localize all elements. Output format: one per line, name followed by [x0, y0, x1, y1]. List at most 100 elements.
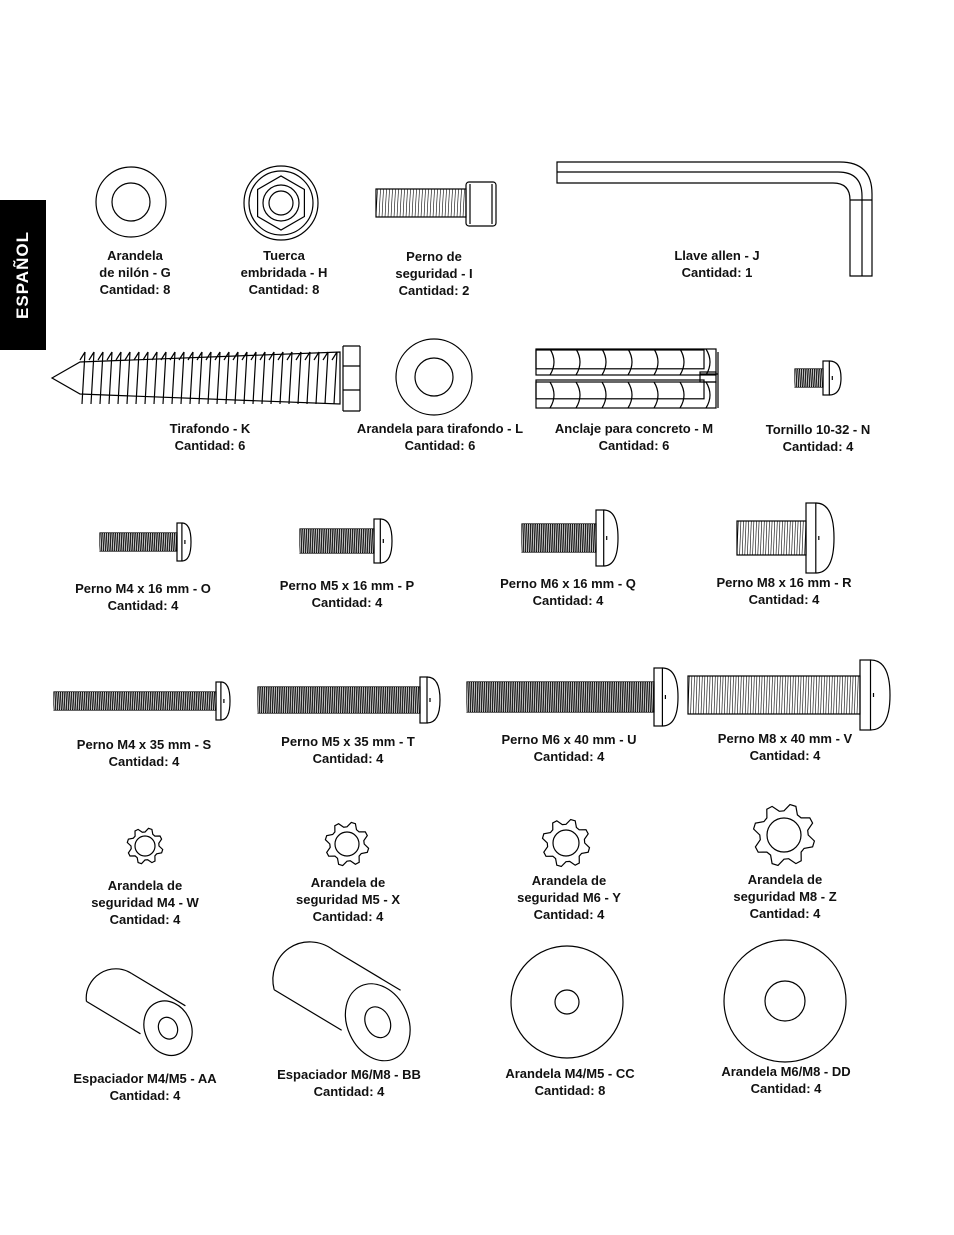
part-name-text: seguridad - I: [395, 266, 473, 281]
part-name-text: de nilón - G: [99, 265, 171, 280]
part-name-text: Tirafondo - K: [169, 421, 251, 436]
part-name-text: Arandela de: [310, 875, 386, 890]
quantity-text: Cantidad: 4: [108, 754, 180, 769]
lock-washer-icon: [752, 803, 816, 867]
part-name-text: Tornillo 10-32 - N: [765, 422, 871, 437]
allen-key-icon: [556, 161, 873, 277]
part-label-m: Anclaje para concreto - M Cantidad: 6: [555, 420, 713, 454]
part-label-q: Perno M6 x 16 mm - Q Cantidad: 4: [500, 575, 636, 609]
part-label-z: Arandela de seguridad M8 - Z Cantidad: 4: [733, 871, 836, 922]
part-name-text: Perno M4 x 16 mm - O: [75, 581, 211, 596]
screw-icon: [794, 360, 842, 396]
concrete-anchor-icon: [535, 348, 719, 409]
bolt-icon: [99, 522, 192, 562]
quantity-text: Cantidad: 4: [312, 909, 384, 924]
part-name-text: Arandela para tirafondo - L: [356, 421, 524, 436]
quantity-text: Cantidad: 8: [248, 282, 320, 297]
spacer-icon: [272, 941, 411, 1062]
part-label-cc: Arandela M4/M5 - CC Cantidad: 8: [505, 1065, 634, 1099]
part-label-p: Perno M5 x 16 mm - P Cantidad: 4: [280, 577, 414, 611]
part-name-text: Perno M8 x 40 mm - V: [717, 731, 853, 746]
quantity-text: Cantidad: 1: [681, 265, 753, 280]
security-bolt-icon: [375, 181, 497, 227]
quantity-text: Cantidad: 8: [534, 1083, 606, 1098]
part-label-y: Arandela de seguridad M6 - Y Cantidad: 4: [517, 872, 621, 923]
part-label-j: Llave allen - J Cantidad: 1: [674, 247, 759, 281]
quantity-text: Cantidad: 4: [313, 1084, 385, 1099]
part-name-text: Tuerca: [263, 248, 305, 263]
part-label-bb: Espaciador M6/M8 - BB Cantidad: 4: [277, 1066, 421, 1100]
bolt-icon: [736, 502, 835, 574]
flange-nut-icon: [243, 165, 319, 241]
quantity-text: Cantidad: 4: [312, 751, 384, 766]
part-label-t: Perno M5 x 35 mm - T Cantidad: 4: [281, 733, 415, 767]
washer-icon: [95, 166, 167, 238]
part-name-text: Llave allen - J: [674, 248, 760, 263]
quantity-text: Cantidad: 2: [398, 283, 470, 298]
part-name-text: Perno M6 x 16 mm - Q: [500, 576, 636, 591]
quantity-text: Cantidad: 4: [750, 1081, 822, 1096]
lock-washer-icon: [126, 827, 164, 865]
part-name-text: seguridad M8 - Z: [733, 889, 837, 904]
part-label-dd: Arandela M6/M8 - DD Cantidad: 4: [721, 1063, 850, 1097]
bolt-icon: [53, 681, 231, 721]
part-name-text: seguridad M4 - W: [91, 895, 199, 910]
part-label-g: Arandela de nilón - G Cantidad: 8: [99, 247, 171, 298]
part-name-text: Arandela de: [531, 873, 607, 888]
lock-washer-icon: [541, 818, 591, 868]
part-name-text: Arandela M4/M5 - CC: [505, 1066, 635, 1081]
quantity-text: Cantidad: 4: [107, 598, 179, 613]
part-name-text: Perno M6 x 40 mm - U: [501, 732, 637, 747]
quantity-text: Cantidad: 4: [533, 749, 605, 764]
part-name-text: Arandela de: [107, 878, 183, 893]
quantity-text: Cantidad: 4: [109, 912, 181, 927]
part-name-text: Espaciador M6/M8 - BB: [277, 1067, 421, 1082]
part-name-text: Perno M8 x 16 mm - R: [716, 575, 852, 590]
part-label-i: Perno de seguridad - I Cantidad: 2: [395, 248, 472, 299]
quantity-text: Cantidad: 6: [174, 438, 246, 453]
quantity-text: Cantidad: 4: [533, 907, 605, 922]
part-name-text: Espaciador M4/M5 - AA: [73, 1071, 217, 1086]
part-label-n: Tornillo 10-32 - N Cantidad: 4: [766, 421, 871, 455]
part-name-text: Perno M5 x 16 mm - P: [279, 578, 415, 593]
bolt-icon: [257, 676, 441, 724]
part-name-text: Arandela M6/M8 - DD: [721, 1064, 851, 1079]
lock-washer-icon: [324, 821, 370, 867]
part-name-text: seguridad M5 - X: [295, 892, 401, 907]
quantity-text: Cantidad: 4: [109, 1088, 181, 1103]
quantity-text: Cantidad: 8: [99, 282, 171, 297]
part-label-r: Perno M8 x 16 mm - R Cantidad: 4: [716, 574, 851, 608]
bolt-icon: [687, 659, 891, 731]
part-label-v: Perno M8 x 40 mm - V Cantidad: 4: [718, 730, 852, 764]
washer-icon: [510, 945, 624, 1059]
quantity-text: Cantidad: 6: [598, 438, 670, 453]
washer-icon: [395, 338, 473, 416]
part-label-x: Arandela de seguridad M5 - X Cantidad: 4: [296, 874, 400, 925]
quantity-text: Cantidad: 4: [311, 595, 383, 610]
lag-bolt-icon: [50, 345, 361, 412]
bolt-icon: [466, 667, 679, 727]
part-name-text: Anclaje para concreto - M: [554, 421, 714, 436]
bolt-icon: [521, 509, 619, 567]
part-label-o: Perno M4 x 16 mm - O Cantidad: 4: [75, 580, 211, 614]
quantity-text: Cantidad: 4: [532, 593, 604, 608]
part-name-text: Arandela: [107, 248, 163, 263]
quantity-text: Cantidad: 4: [748, 592, 820, 607]
part-name-text: Arandela de: [747, 872, 823, 887]
spacer-icon: [85, 968, 193, 1057]
part-label-u: Perno M6 x 40 mm - U Cantidad: 4: [501, 731, 636, 765]
quantity-text: Cantidad: 4: [749, 906, 821, 921]
part-name-text: seguridad M6 - Y: [517, 890, 621, 905]
part-label-k: Tirafondo - K Cantidad: 6: [170, 420, 251, 454]
washer-icon: [723, 939, 847, 1063]
part-name-text: Perno de: [406, 249, 462, 264]
language-tab: ESPAÑOL: [0, 200, 46, 350]
quantity-text: Cantidad: 4: [749, 748, 821, 763]
bolt-icon: [299, 518, 393, 564]
part-label-w: Arandela de seguridad M4 - W Cantidad: 4: [91, 877, 199, 928]
quantity-text: Cantidad: 4: [782, 439, 854, 454]
part-name-text: Perno M5 x 35 mm - T: [281, 734, 415, 749]
